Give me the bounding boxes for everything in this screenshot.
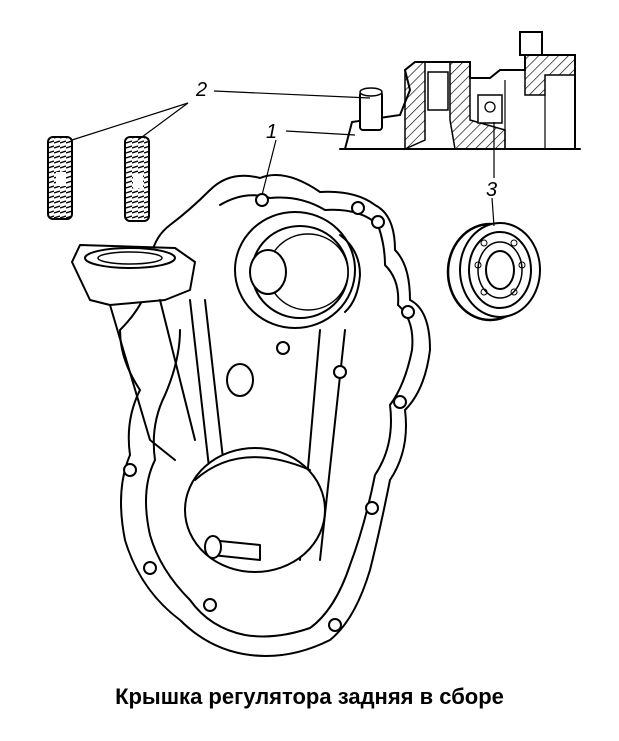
leader-lines xyxy=(71,90,495,227)
assembly-drawing: 2 1 3 xyxy=(47,31,581,657)
regulator-cover xyxy=(71,174,431,657)
figure-caption: Крышка регулятора задняя в сборе xyxy=(115,684,504,709)
stud-left xyxy=(47,136,73,220)
callout-label-2: 2 xyxy=(195,79,207,101)
ball-bearing xyxy=(446,222,541,322)
stud-right xyxy=(124,136,150,222)
section-view xyxy=(339,31,581,151)
callout-label-3: 3 xyxy=(486,179,497,201)
callout-label-1: 1 xyxy=(266,121,277,143)
